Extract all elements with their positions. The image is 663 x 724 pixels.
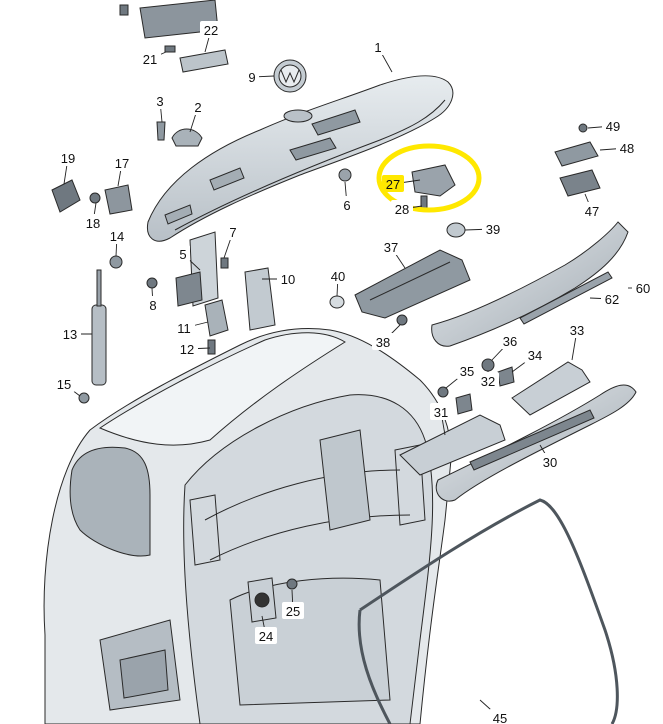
callout-box-28 — [391, 200, 413, 217]
callout-label-48: 48 — [620, 141, 634, 156]
striker-parts — [247, 577, 298, 623]
callout-box-1 — [371, 38, 385, 55]
callout-label-22: 22 — [204, 23, 218, 38]
callout-label-1: 1 — [374, 40, 381, 55]
callout-label-14: 14 — [110, 229, 124, 244]
callout-label-35: 35 — [460, 364, 474, 379]
callout-label-60: 60 — [636, 281, 650, 296]
callout-label-21: 21 — [143, 52, 157, 67]
callout-box-32 — [477, 372, 499, 389]
car-body — [43, 328, 452, 724]
callout-label-7: 7 — [229, 225, 236, 240]
callout-box-17 — [111, 154, 133, 171]
highlight-ring — [376, 143, 482, 213]
callout-label-40: 40 — [331, 269, 345, 284]
center-parts — [329, 164, 471, 326]
callout-box-15 — [53, 375, 75, 392]
callout-label-17: 17 — [115, 156, 129, 171]
callout-label-2: 2 — [194, 100, 201, 115]
callout-box-34 — [524, 346, 546, 363]
callout-label-10: 10 — [281, 272, 295, 287]
left-small-parts — [51, 121, 203, 404]
callout-label-33: 33 — [570, 323, 584, 338]
top-bracket — [119, 0, 229, 73]
callout-label-13: 13 — [63, 327, 77, 342]
callout-label-38: 38 — [376, 335, 390, 350]
callout-box-40 — [327, 267, 349, 284]
callout-label-8: 8 — [149, 298, 156, 313]
hatch-panel — [146, 75, 454, 242]
callout-label-31: 31 — [434, 405, 448, 420]
callout-box-33 — [566, 321, 588, 338]
callout-box-21 — [139, 50, 161, 67]
callout-label-37: 37 — [384, 240, 398, 255]
callout-label-47: 47 — [585, 204, 599, 219]
callout-box-45 — [489, 709, 511, 724]
callout-label-28: 28 — [395, 202, 409, 217]
callout-box-8 — [146, 296, 160, 313]
callout-box-13 — [59, 325, 81, 342]
callout-label-9: 9 — [248, 70, 255, 85]
callout-label-25: 25 — [286, 604, 300, 619]
callout-box-60 — [632, 279, 654, 296]
callout-box-49 — [602, 117, 624, 134]
callout-box-22 — [200, 21, 222, 38]
callout-box-30 — [539, 453, 561, 470]
callout-label-49: 49 — [606, 119, 620, 134]
part-labels: 1235678910111213141517181921222425272830… — [53, 21, 654, 724]
callout-label-18: 18 — [86, 216, 100, 231]
callout-box-27 — [382, 175, 404, 192]
callout-box-12 — [176, 340, 198, 357]
hinge-parts — [146, 231, 276, 355]
callout-box-18 — [82, 214, 104, 231]
callout-label-39: 39 — [486, 222, 500, 237]
callout-box-38 — [372, 333, 394, 350]
callout-label-19: 19 — [61, 151, 75, 166]
callout-label-24: 24 — [259, 629, 273, 644]
callout-box-47 — [581, 202, 603, 219]
callout-box-10 — [277, 270, 299, 287]
callout-box-2 — [191, 98, 205, 115]
callout-label-11: 11 — [177, 321, 191, 336]
callout-box-14 — [106, 227, 128, 244]
callout-box-19 — [57, 149, 79, 166]
callout-label-34: 34 — [528, 348, 542, 363]
callout-label-30: 30 — [543, 455, 557, 470]
callout-box-5 — [176, 245, 190, 262]
callout-box-7 — [226, 223, 240, 240]
callout-box-39 — [482, 220, 504, 237]
door-seal — [357, 498, 619, 724]
callout-label-5: 5 — [179, 247, 186, 262]
callout-box-24 — [255, 627, 277, 644]
callout-box-3 — [153, 92, 167, 109]
callout-box-36 — [499, 332, 521, 349]
callout-label-27: 27 — [386, 177, 400, 192]
callout-box-62 — [601, 290, 623, 307]
callout-box-48 — [616, 139, 638, 156]
callout-label-36: 36 — [503, 334, 517, 349]
callout-label-12: 12 — [180, 342, 194, 357]
callout-label-62: 62 — [605, 292, 619, 307]
callout-label-3: 3 — [156, 94, 163, 109]
callout-box-31 — [430, 403, 452, 420]
callout-label-6: 6 — [343, 198, 350, 213]
callout-box-37 — [380, 238, 402, 255]
right-parts — [399, 123, 637, 502]
callout-box-25 — [282, 602, 304, 619]
callout-box-35 — [456, 362, 478, 379]
callout-box-6 — [340, 196, 354, 213]
callout-label-45: 45 — [493, 711, 507, 724]
callout-box-11 — [173, 319, 195, 336]
emblem — [273, 59, 307, 93]
callout-label-32: 32 — [481, 374, 495, 389]
callout-label-15: 15 — [57, 377, 71, 392]
callout-box-9 — [245, 68, 259, 85]
